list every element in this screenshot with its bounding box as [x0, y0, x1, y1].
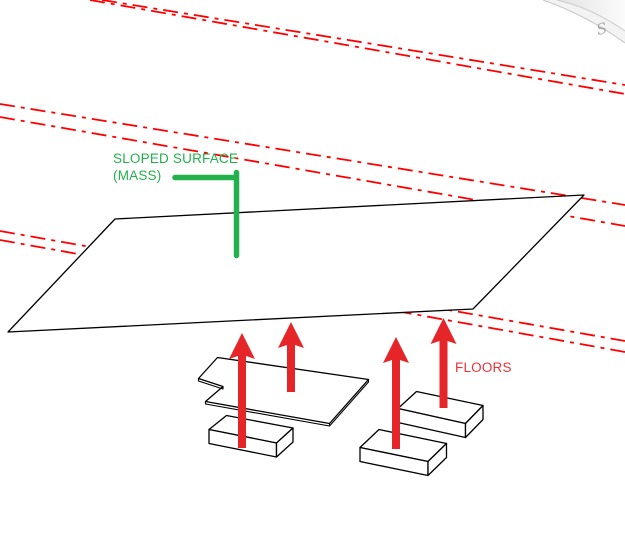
compass-ring-inner-edge: [556, 0, 625, 32]
up-arrow-icon: [278, 322, 304, 392]
sloped-surface-label-line1: SLOPED SURFACE: [113, 151, 238, 166]
floor-plate-top-face[interactable]: [197, 356, 370, 425]
up-arrow-icon: [383, 337, 409, 449]
up-arrow-icon: [229, 333, 255, 448]
sloped-surface-annotation: SLOPED SURFACE (MASS): [113, 151, 240, 259]
box-side-face[interactable]: [427, 442, 448, 477]
floor-plate-notched[interactable]: [197, 356, 370, 427]
green-leader-line: [172, 169, 240, 259]
sloped-mass-surface[interactable]: [7, 194, 585, 333]
floor-slab-box-left[interactable]: [208, 414, 294, 458]
floor-plate-thickness-edge: [197, 378, 370, 427]
sloped-surface-label-line2: (MASS): [113, 168, 161, 183]
floor-slab-box-right-lower[interactable]: [359, 428, 448, 477]
box-side-face[interactable]: [464, 404, 484, 439]
up-arrow-icon: [430, 318, 457, 408]
compass-face: [557, 0, 625, 31]
reference-plane-line[interactable]: [89, 0, 625, 95]
reference-plane-line[interactable]: [101, 0, 625, 86]
compass-south-label: S: [595, 19, 609, 39]
floors-label: FLOORS: [455, 360, 512, 375]
floor-up-arrows: [229, 318, 457, 449]
reference-plane-line[interactable]: [0, 103, 625, 206]
navigation-compass[interactable]: S: [542, 0, 625, 44]
compass-ring-outer-edge: [542, 0, 625, 44]
box-side-face[interactable]: [275, 427, 294, 458]
